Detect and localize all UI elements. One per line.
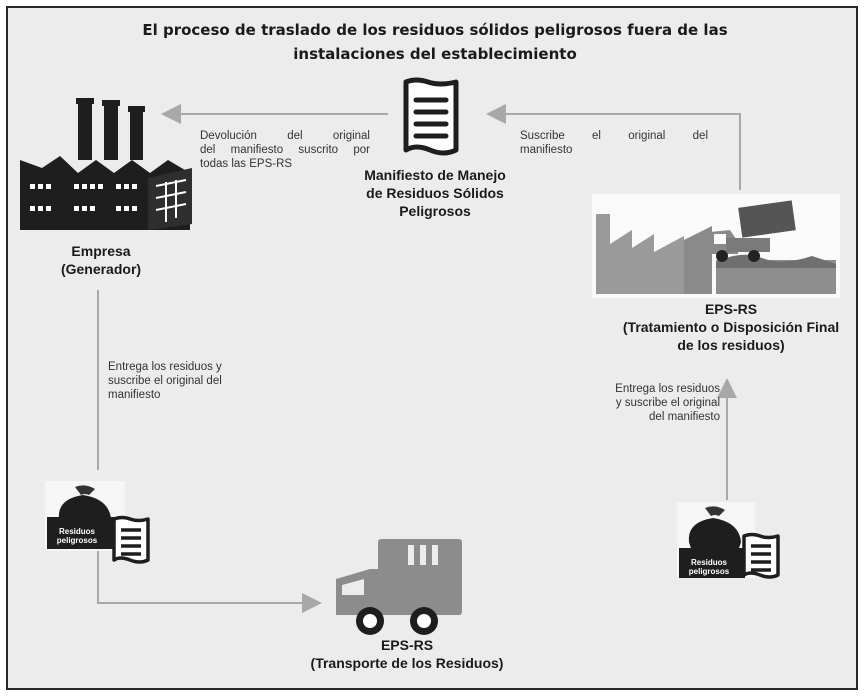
- return-note-line-1: Devolución del original: [200, 130, 370, 142]
- arrow-final-to-manifest: [486, 104, 741, 190]
- waste-bag-right-label-line-1: Residuos: [690, 558, 727, 567]
- diagram-title: El proceso de traslado de los residuos s…: [120, 18, 750, 66]
- delivery-note-left-line-1: Entrega los residuos y: [108, 361, 222, 373]
- return-note-line-3: todas las EPS-RS: [200, 158, 293, 170]
- factory-icon: [20, 98, 192, 230]
- manifest-label-line-1: Manifiesto de Manejo: [364, 167, 506, 183]
- waste-bag-right-document-icon: [742, 532, 780, 579]
- transport-label-line-1: EPS-RS: [380, 637, 434, 653]
- waste-bag-right-label-line-2: peligrosos: [688, 567, 730, 576]
- subscribe-note-line-1: Suscribe el original del: [520, 130, 708, 142]
- waste-bag-right-icon: [679, 506, 745, 578]
- delivery-note-left-line-2: suscribe el original del: [108, 375, 222, 387]
- manifest-label-line-2: de Residuos Sólidos: [366, 185, 504, 201]
- transport-label-line-2: (Transporte de los Residuos): [310, 655, 504, 671]
- delivery-note-left: Entrega los residuos y suscribe el origi…: [108, 360, 258, 402]
- garbage-truck-icon: [336, 539, 462, 635]
- manifest-label: Manifiesto de Manejo de Residuos Sólidos…: [340, 166, 530, 220]
- waste-bag-right: Residuos peligrosos: [677, 502, 755, 578]
- transport-label: EPS-RS (Transporte de los Residuos): [282, 636, 532, 672]
- waste-bag-left-label-line-2: peligrosos: [56, 536, 98, 545]
- waste-bag-left-label-line-1: Residuos: [58, 527, 95, 536]
- company-label-line-1: Empresa: [71, 243, 131, 259]
- manifest-document-icon: [403, 77, 459, 156]
- waste-bag-left: Residuos peligrosos: [45, 481, 125, 551]
- dump-truck-icon: [710, 200, 796, 262]
- delivery-note-right: Entrega los residuos y suscribe el origi…: [590, 382, 720, 424]
- return-note-line-2: del manifiesto suscrito por: [200, 144, 370, 156]
- manifest-label-line-3: Peligrosos: [399, 203, 471, 219]
- landfill-scene-image: [592, 194, 840, 298]
- delivery-note-right-line-2: y suscribe el original: [615, 397, 720, 409]
- return-note: Devolución del original del manifiesto s…: [200, 129, 370, 171]
- final-disposal-label: EPS-RS (Tratamiento o Disposición Final …: [602, 300, 860, 354]
- arrow-bag-to-transport: [97, 545, 322, 613]
- final-disposal-label-line-2: (Tratamiento o Disposición Final: [622, 319, 840, 335]
- delivery-note-right-line-1: Entrega los residuos: [615, 383, 720, 395]
- waste-bag-left-label: Residuos peligrosos: [49, 527, 105, 545]
- title-line-1: El proceso de traslado de los residuos s…: [142, 21, 728, 39]
- waste-bag-left-document-icon: [112, 515, 150, 564]
- final-disposal-label-line-1: EPS-RS: [704, 301, 758, 317]
- company-label: Empresa (Generador): [26, 242, 176, 278]
- waste-bag-left-icon: [47, 485, 115, 549]
- delivery-note-right-line-3: del manifiesto: [649, 411, 720, 423]
- subscribe-note-line-2: manifiesto: [520, 144, 573, 156]
- title-line-2: instalaciones del establecimiento: [293, 45, 577, 63]
- final-disposal-label-line-3: de los residuos): [677, 337, 785, 353]
- delivery-note-left-line-3: manifiesto: [108, 389, 161, 401]
- subscribe-note: Suscribe el original del manifiesto: [520, 129, 708, 157]
- waste-bag-right-label: Residuos peligrosos: [681, 558, 737, 576]
- company-label-line-2: (Generador): [60, 261, 142, 277]
